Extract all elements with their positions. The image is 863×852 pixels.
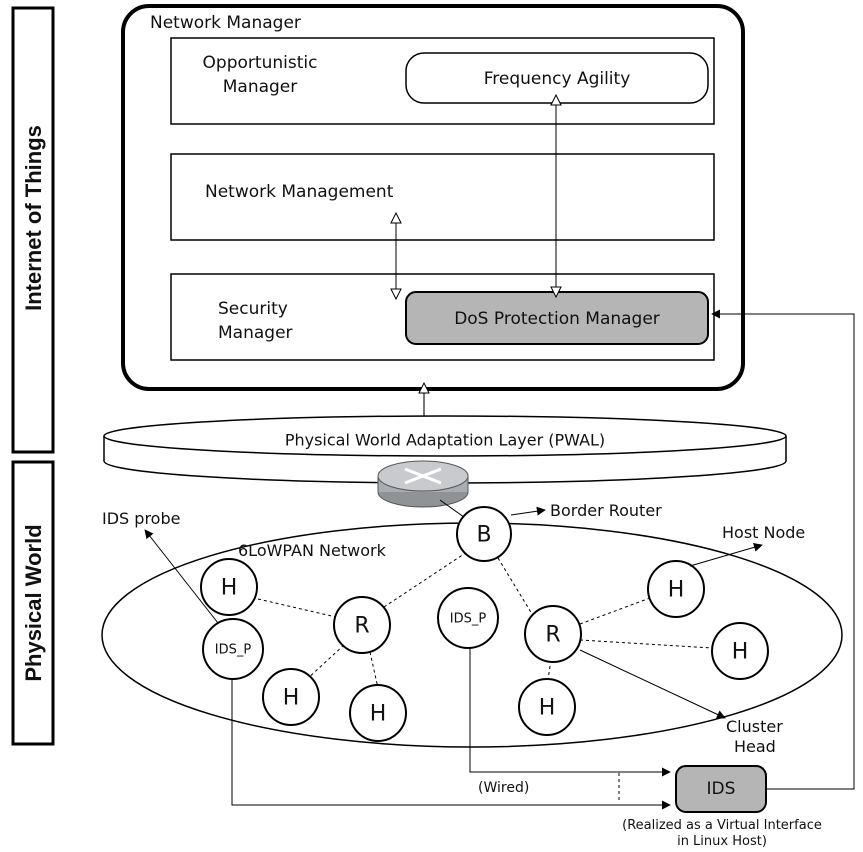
border-router-label: Border Router [550, 501, 662, 520]
lowpan-network-label: 6LoWPAN Network [238, 541, 387, 560]
host-node: H [349, 684, 407, 742]
ids-label: IDS [707, 779, 736, 799]
host-node: H [200, 558, 258, 616]
host-node: H [518, 678, 576, 736]
host-letter: H [668, 578, 685, 603]
host-node-callout-arrow [689, 542, 763, 567]
ids-probe-node-left: IDS_P [202, 618, 264, 680]
physical-world-side-label: Physical World [21, 524, 46, 681]
host-node: H [647, 560, 705, 618]
host-letter: H [539, 696, 556, 721]
opportunistic-manager-box: Opportunistic Manager Frequency Agility [170, 37, 715, 125]
cluster-head-label-line1: Cluster [726, 717, 783, 736]
ids-box: IDS [675, 765, 767, 813]
left-probe-to-ids-link [231, 679, 671, 810]
pwal-label: Physical World Adaptation Layer (PWAL) [285, 431, 605, 450]
opportunistic-manager-label-line2: Manager [223, 77, 298, 97]
cluster-head-label-line2: Head [734, 737, 776, 756]
ids-to-dos-feedback-link [711, 309, 855, 790]
network-manager-title: Network Manager [150, 13, 301, 33]
cluster-head-callout-arrow [579, 649, 726, 719]
ids-probe-node-center: IDS_P [437, 587, 499, 649]
security-manager-box: Security Manager DoS Protection Manager [170, 273, 715, 361]
border-router-letter: B [476, 523, 491, 548]
ids-probe-callout-arrow [144, 529, 219, 624]
pwal-layer: Physical World Adaptation Layer (PWAL) [103, 415, 787, 484]
opportunistic-manager-label-line1: Opportunistic [203, 53, 318, 73]
frequency-agility-label: Frequency Agility [484, 69, 631, 89]
wired-label: (Wired) [478, 780, 529, 796]
physical-world-side-panel: Physical World [11, 460, 55, 746]
host-letter: H [221, 576, 238, 601]
router-device-icon [377, 460, 469, 508]
ids-probe-label: IDS_P [450, 612, 487, 627]
router-node-right: R [524, 605, 582, 663]
router-left-letter: R [354, 614, 369, 639]
mesh-links [257, 549, 713, 689]
host-node: H [262, 668, 320, 726]
network-management-label: Network Management [205, 182, 394, 202]
border-router-node: B [456, 506, 512, 562]
host-letter: H [732, 640, 749, 665]
border-router-callout-arrow [510, 506, 546, 516]
host-node: H [711, 622, 769, 680]
iot-side-panel: Internet of Things [11, 6, 55, 454]
ids-probe-callout-label: IDS probe [102, 509, 180, 528]
iot-side-label: Internet of Things [21, 125, 46, 311]
router-right-letter: R [545, 623, 560, 648]
host-letter: H [370, 702, 387, 727]
host-letter: H [283, 686, 300, 711]
dos-protection-manager-label: DoS Protection Manager [454, 309, 660, 329]
security-manager-label-line2: Manager [218, 323, 293, 343]
ids-note-line1: (Realized as a Virtual Interface [622, 818, 822, 833]
security-manager-label-line1: Security [218, 299, 288, 319]
router-node-left: R [333, 596, 391, 654]
center-probe-to-ids-link [469, 648, 671, 777]
ids-probe-label: IDS_P [215, 643, 252, 658]
host-node-callout-label: Host Node [722, 523, 805, 542]
network-management-box: Network Management [170, 153, 715, 241]
ids-note-line2: in Linux Host) [677, 834, 767, 849]
